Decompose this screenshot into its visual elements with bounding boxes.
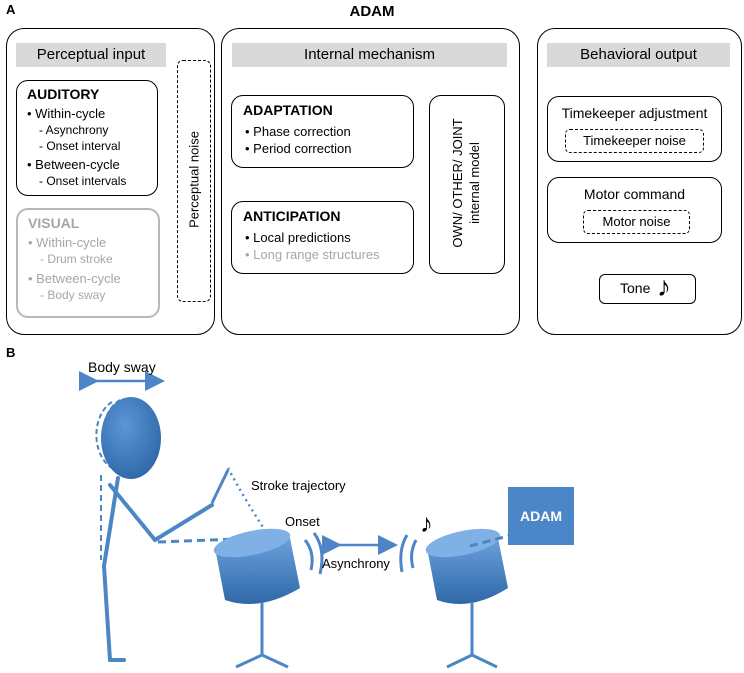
right-onset-marks [399, 534, 418, 573]
adam-box [508, 487, 574, 545]
asynchrony-label: Asynchrony [322, 556, 390, 571]
panel-a-letter: A [6, 2, 16, 17]
visual-title: VISUAL [28, 215, 80, 231]
onset-label: Onset [285, 514, 320, 529]
perceptual-input-header: Perceptual input [16, 43, 166, 67]
long-range-structures: • Long range structures [245, 247, 380, 262]
visual-drum-stroke: - Drum stroke [40, 252, 113, 266]
body-sway-label: Body sway [88, 359, 156, 375]
visual-box: VISUAL • Within-cycle - Drum stroke • Be… [16, 208, 160, 318]
drum-stick [210, 469, 230, 504]
timekeeper-adjustment-label: Timekeeper adjustment [561, 105, 708, 121]
tone-label: Tone [620, 280, 651, 296]
motor-noise-box: Motor noise [583, 210, 690, 234]
player-head [101, 397, 161, 479]
visual-between-cycle: • Between-cycle [28, 271, 121, 286]
right-drum [425, 528, 508, 669]
anticipation-title: ANTICIPATION [243, 208, 341, 224]
motor-command-box: Motor command Motor noise [547, 177, 722, 243]
adam-drum-link [469, 533, 513, 548]
left-drum [213, 528, 300, 669]
auditory-onset-interval: - Onset interval [39, 139, 121, 153]
perceptual-noise-box [177, 60, 211, 302]
adaptation-box: ADAPTATION • Phase correction • Period c… [231, 95, 414, 168]
visual-body-sway: - Body sway [40, 288, 106, 302]
auditory-between-cycle: • Between-cycle [27, 157, 120, 172]
auditory-title: AUDITORY [27, 86, 100, 102]
left-onset-marks [303, 532, 324, 575]
panel-b-letter: B [6, 345, 16, 360]
adam-box-label: ADAM [520, 508, 562, 524]
timekeeper-box: Timekeeper adjustment Timekeeper noise [547, 96, 722, 162]
stroke-trajectory-path [226, 467, 270, 536]
right-music-note-icon: ♪ [420, 508, 433, 538]
period-correction: • Period correction [245, 141, 352, 156]
motor-command-label: Motor command [583, 186, 686, 202]
stroke-trajectory-label: Stroke trajectory [251, 478, 346, 493]
player-body [102, 476, 214, 662]
diagram-title: ADAM [349, 3, 395, 20]
timekeeper-noise-box: Timekeeper noise [565, 129, 704, 153]
visual-within-cycle: • Within-cycle [28, 235, 107, 250]
auditory-within-cycle: • Within-cycle [27, 106, 106, 121]
anticipation-box: ANTICIPATION • Local predictions • Long … [231, 201, 414, 274]
local-predictions: • Local predictions [245, 230, 351, 245]
stick-dashed-line [157, 536, 263, 544]
music-note-icon: ♪ [657, 271, 671, 302]
internal-mechanism-header: Internal mechanism [232, 43, 507, 67]
tone-box: Tone ♪ [599, 271, 696, 304]
internal-model-box [429, 95, 505, 274]
phase-correction: • Phase correction [245, 124, 351, 139]
auditory-box: AUDITORY • Within-cycle - Asynchrony - O… [16, 80, 158, 196]
behavioral-output-header: Behavioral output [547, 43, 730, 67]
adaptation-title: ADAPTATION [243, 102, 333, 118]
auditory-onset-intervals: - Onset intervals [39, 174, 127, 188]
auditory-asynchrony: - Asynchrony [39, 123, 109, 137]
